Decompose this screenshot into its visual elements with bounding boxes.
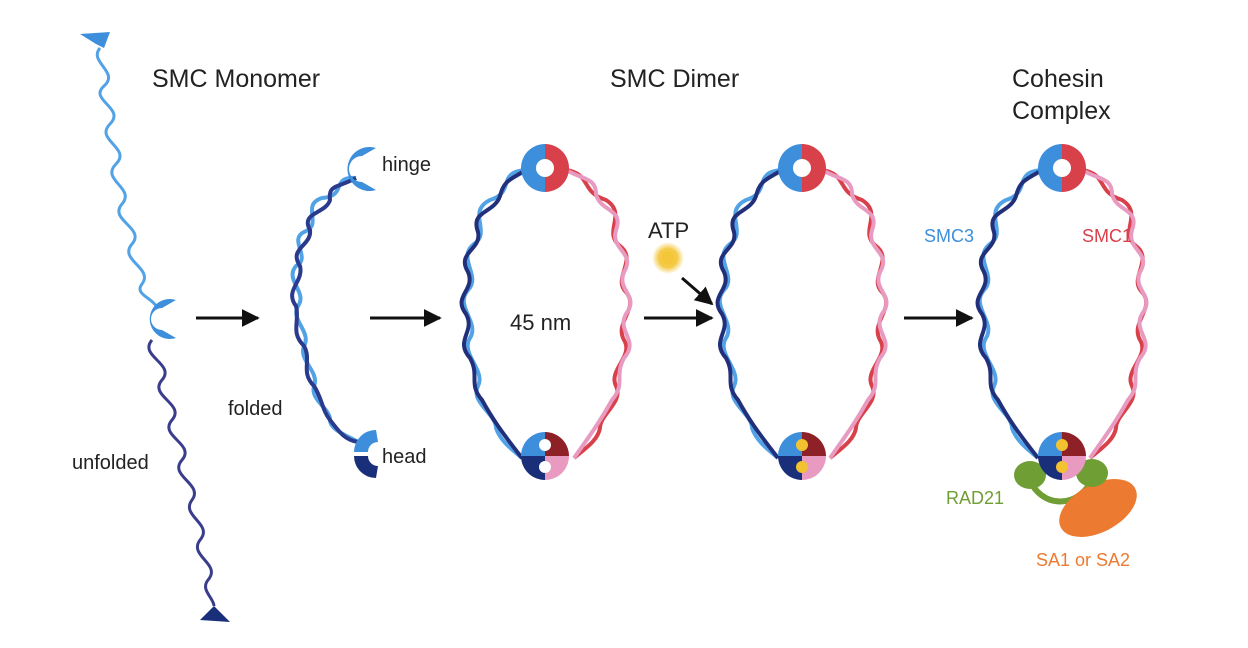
- label-folded: folded: [228, 398, 283, 420]
- cohesin-hinge-icon: [1038, 144, 1086, 192]
- sa-subunit-icon: [1059, 479, 1137, 537]
- smc-dimer-atp-bound: [715, 144, 889, 480]
- folded-monomer: [290, 147, 378, 478]
- label-smc1: SMC1: [1082, 226, 1133, 246]
- folded-coil-dark: [290, 176, 359, 444]
- atp-arrow: [681, 276, 714, 306]
- dimer-hinge-icon: [521, 144, 569, 192]
- folded-coil-light: [290, 175, 360, 444]
- label-hinge: hinge: [382, 154, 431, 176]
- title-cohesin-line1: Cohesin: [1012, 65, 1104, 93]
- dimer-smc3-dark: [459, 168, 528, 460]
- unfolded-top-end-icon: [80, 32, 110, 48]
- label-length: 45 nm: [510, 310, 572, 335]
- dimer-head-icon: [521, 432, 569, 480]
- process-arrows: [196, 276, 974, 327]
- unfolded-bottom-end-icon: [200, 606, 230, 622]
- cohesin-complex: [975, 144, 1149, 537]
- smc-dimer: [459, 144, 633, 480]
- unfolded-lower-coil: [147, 339, 216, 607]
- unfolded-upper-coil: [96, 47, 158, 307]
- label-head: head: [382, 446, 427, 468]
- label-atp: ATP: [648, 218, 690, 243]
- atp-dimer-head-icon: [778, 432, 826, 480]
- folded-hinge-icon: [347, 147, 376, 191]
- label-rad21: RAD21: [946, 488, 1005, 508]
- dimer-smc1-red: [565, 168, 633, 460]
- unfolded-hinge-icon: [149, 299, 176, 339]
- atp-dimer-hinge-icon: [778, 144, 826, 192]
- title-smc-dimer: SMC Dimer: [610, 65, 740, 93]
- unfolded-monomer: [80, 32, 230, 622]
- label-unfolded: unfolded: [72, 452, 149, 474]
- label-smc3: SMC3: [924, 226, 975, 246]
- dimer-smc1-pink: [565, 168, 633, 460]
- folded-head-top-icon: [354, 430, 378, 452]
- rad21-left-icon: [1014, 461, 1046, 489]
- cohesin-head-icon: [1038, 432, 1086, 480]
- title-smc-monomer: SMC Monomer: [152, 65, 321, 93]
- title-cohesin-line2: Complex: [1012, 97, 1111, 125]
- rad21-right-icon: [1076, 459, 1108, 487]
- atp-icon: [652, 242, 684, 274]
- folded-head-bottom-icon: [354, 456, 378, 478]
- label-sa: SA1 or SA2: [1036, 550, 1131, 570]
